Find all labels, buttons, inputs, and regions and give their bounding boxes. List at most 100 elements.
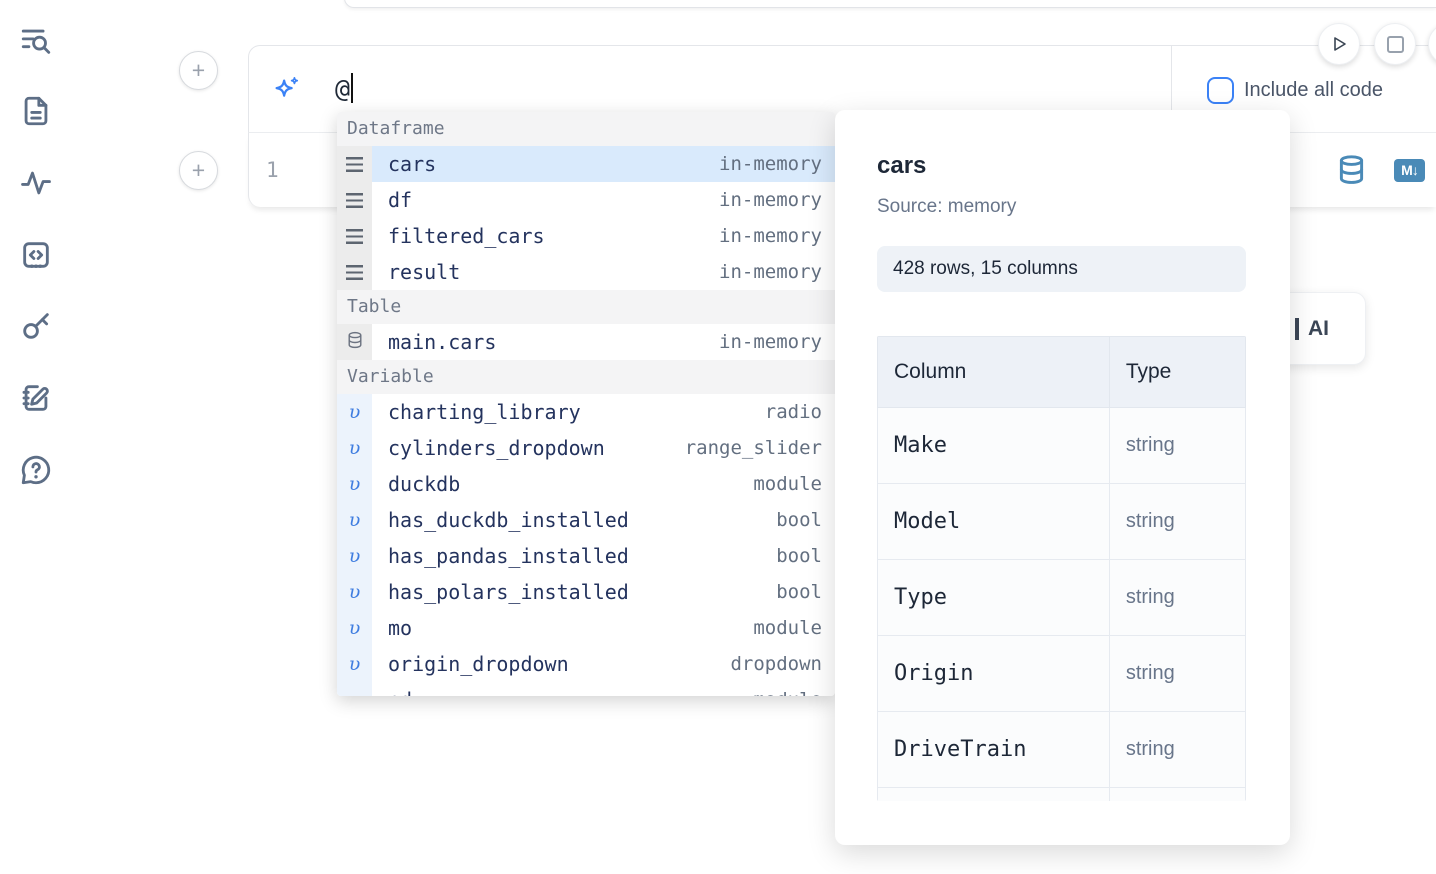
autocomplete-section-header: Dataframe — [337, 112, 835, 146]
play-icon — [1334, 37, 1346, 51]
item-name: df — [388, 188, 413, 212]
item-type: range_slider — [684, 437, 822, 459]
ai-prompt-input[interactable]: @ — [335, 73, 354, 103]
item-name: cylinders_dropdown — [388, 436, 605, 460]
dataframe-icon — [337, 218, 372, 254]
run-cell-button[interactable] — [1318, 23, 1360, 65]
item-name: result — [388, 260, 461, 284]
item-type: in-memory — [719, 153, 822, 175]
autocomplete-item-result[interactable]: result in-memory — [337, 254, 835, 290]
clipped-letter — [1295, 317, 1299, 340]
variable-icon: υ — [337, 430, 372, 466]
dataframe-icon — [337, 146, 372, 182]
markdown-icon[interactable]: M↓ — [1394, 159, 1425, 182]
item-name: has_duckdb_installed — [388, 508, 629, 532]
variable-icon: υ — [337, 574, 372, 610]
column-type: string — [1108, 711, 1246, 788]
variable-icon: υ — [337, 394, 372, 430]
item-name: has_pandas_installed — [388, 544, 629, 568]
item-type: bool — [776, 581, 822, 603]
cell-divider — [1171, 46, 1172, 133]
item-type: module — [753, 473, 822, 495]
item-name: filtered_cars — [388, 224, 545, 248]
column-type: string — [1108, 407, 1246, 484]
include-all-code-checkbox[interactable] — [1207, 77, 1234, 104]
item-name: duckdb — [388, 472, 461, 496]
item-name: charting_library — [388, 400, 581, 424]
column-type: string — [1108, 559, 1246, 636]
column-name: Model — [877, 483, 1110, 560]
code-snippets-icon[interactable] — [19, 238, 53, 272]
item-type: in-memory — [719, 225, 822, 247]
item-type: radio — [764, 401, 822, 423]
column-name: Make — [877, 407, 1110, 484]
text-caret — [351, 73, 354, 103]
variable-icon: υ — [337, 610, 372, 646]
item-name: mo — [388, 616, 413, 640]
variable-icon: υ — [337, 646, 372, 682]
table-icon — [337, 324, 372, 360]
activity-icon[interactable] — [19, 166, 53, 200]
column-header: Type — [1108, 336, 1246, 408]
autocomplete-item-cylinders_dropdown[interactable]: υ cylinders_dropdown range_slider — [337, 430, 835, 466]
add-cell-button-top[interactable]: + — [179, 51, 218, 90]
dataframe-icon — [337, 254, 372, 290]
column-name: DriveTrain — [877, 711, 1110, 788]
item-type: bool — [776, 545, 822, 567]
item-type: module — [753, 617, 822, 639]
variable-icon: υ — [337, 538, 372, 574]
help-icon[interactable] — [19, 453, 53, 487]
item-type: module — [753, 689, 835, 696]
column-type: string — [1108, 635, 1246, 712]
database-icon[interactable] — [1338, 155, 1365, 186]
stop-icon — [1386, 35, 1404, 53]
item-name: pd — [372, 688, 412, 696]
autocomplete-item-main-cars[interactable]: main.cars in-memory — [337, 324, 835, 360]
item-name: main.cars — [388, 330, 497, 354]
preview-title: cars — [877, 152, 927, 179]
include-all-code-label: Include all code — [1244, 79, 1383, 101]
preview-source: Source: memory — [877, 196, 1017, 217]
table-row-partial — [877, 787, 1246, 801]
item-name: has_polars_installed — [388, 580, 629, 604]
autocomplete-item-pd[interactable]: υpd module — [337, 682, 835, 696]
column-name: Type — [877, 559, 1110, 636]
stop-button[interactable] — [1374, 23, 1416, 65]
column-header: Column — [877, 336, 1110, 408]
scratchpad-icon[interactable] — [19, 381, 53, 415]
ai-sparkle-icon — [271, 75, 301, 105]
preview-shape-badge: 428 rows, 15 columns — [877, 246, 1246, 292]
list-search-icon[interactable] — [19, 24, 53, 58]
previous-cell-edge — [344, 0, 1436, 8]
variable-icon: υ — [337, 682, 372, 696]
autocomplete-item-has_polars_installed[interactable]: υ has_polars_installed bool — [337, 574, 835, 610]
column-type: string — [1108, 483, 1246, 560]
key-icon[interactable] — [19, 309, 53, 343]
sidebar — [0, 0, 72, 874]
add-cell-button-bottom[interactable]: + — [179, 151, 218, 190]
autocomplete-section-header: Variable — [337, 360, 835, 394]
autocomplete-item-filtered_cars[interactable]: filtered_cars in-memory — [337, 218, 835, 254]
document-icon[interactable] — [19, 94, 53, 128]
autocomplete-item-has_pandas_installed[interactable]: υ has_pandas_installed bool — [337, 538, 835, 574]
item-type: in-memory — [719, 331, 822, 353]
autocomplete-item-charting_library[interactable]: υ charting_library radio — [337, 394, 835, 430]
dataframe-preview-panel: cars Source: memory 428 rows, 15 columns… — [835, 110, 1290, 845]
item-type: in-memory — [719, 261, 822, 283]
